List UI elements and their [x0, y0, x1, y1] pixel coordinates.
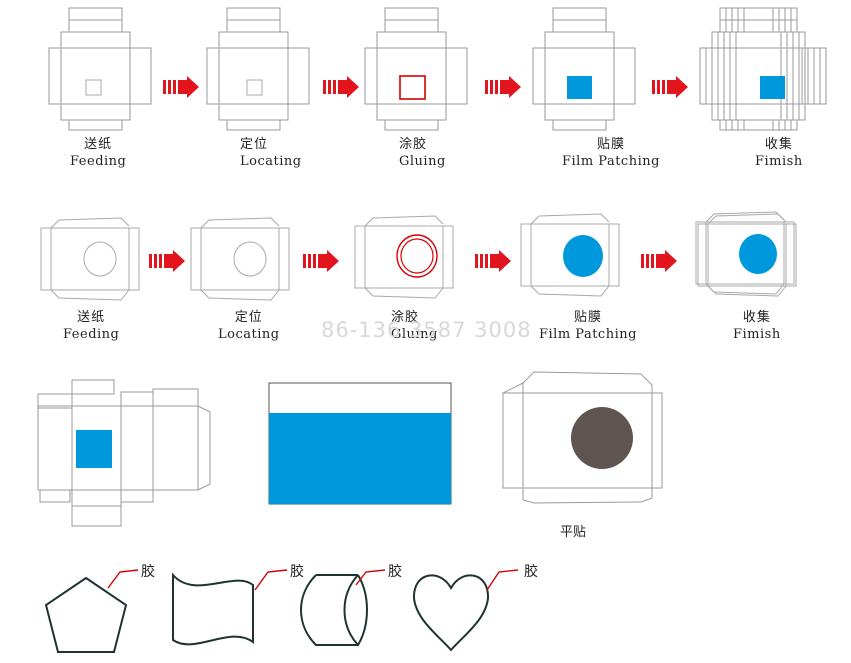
row1-step-collect-graphic: [699, 7, 827, 131]
label-zh: 贴膜: [596, 137, 625, 152]
row1-step-locating-graphic: [206, 7, 310, 131]
row2-label-collect: 收集 Fimish: [733, 309, 781, 343]
label-zh: 涂胶: [399, 137, 428, 152]
row1-label-patching: 贴膜 Film Patching: [562, 136, 660, 170]
row2-step-gluing-graphic: [354, 215, 454, 299]
arrow-right-icon: [475, 250, 511, 272]
arrow-right-icon: [652, 76, 688, 98]
label-en: Film Patching: [562, 154, 660, 169]
glue-label: 胶: [388, 564, 402, 580]
label-zh: 涂胶: [391, 310, 420, 325]
arrow-right-icon: [641, 250, 677, 272]
arrow-right-icon: [485, 76, 521, 98]
cylinder-shape: [300, 574, 368, 647]
row2-label-patching: 贴膜 Film Patching: [539, 309, 637, 343]
label-en: Feeding: [63, 327, 120, 342]
row2-label-gluing: 涂胶 Gluing: [391, 309, 438, 343]
label-zh: 收集: [742, 310, 771, 325]
row1-step-feeding-graphic: [48, 7, 152, 131]
label-en: Locating: [218, 327, 280, 342]
arrow-right-icon: [149, 250, 185, 272]
label-zh: 定位: [234, 310, 263, 325]
label-zh: 贴膜: [573, 310, 602, 325]
arrow-right-icon: [303, 250, 339, 272]
glue-leader-line: [486, 569, 519, 591]
glue-leader-line: [355, 569, 386, 586]
row1-label-collect: 收集 Fimish: [755, 136, 803, 170]
row2-step-collect-graphic: [695, 211, 797, 297]
heart-shape: [412, 574, 490, 652]
label-en: Feeding: [70, 154, 127, 169]
label-zh: 定位: [240, 137, 269, 152]
row1-label-gluing: 涂胶 Gluing: [399, 136, 446, 170]
flat-patch-label: 平贴: [560, 525, 587, 540]
box-blank-sample: [37, 379, 211, 527]
row2-label-feeding: 送纸 Feeding: [63, 309, 119, 343]
glue-leader-line: [107, 569, 139, 589]
label-zh: 收集: [764, 137, 793, 152]
pentagon-shape: [44, 576, 128, 653]
wave-shape: [172, 572, 254, 646]
watermark-phone: 86-136 3587 3008: [321, 318, 532, 342]
row1-step-patching-graphic: [532, 7, 636, 131]
arrow-right-icon: [163, 76, 199, 98]
label-zh: 送纸: [84, 137, 113, 152]
label-en: Fimish: [733, 327, 781, 342]
row2-step-patching-graphic: [520, 213, 620, 297]
film-sheet-sample: [268, 382, 452, 505]
label-en: Film Patching: [539, 327, 637, 342]
label-zh: 送纸: [77, 310, 106, 325]
glue-label: 胶: [524, 564, 538, 580]
row2-label-locating: 定位 Locating: [218, 309, 280, 343]
glue-label: 胶: [141, 564, 155, 580]
glue-label: 胶: [290, 564, 304, 580]
row1-step-gluing-graphic: [364, 7, 468, 131]
flat-window-box-sample: [502, 371, 663, 504]
row2-step-feeding-graphic: [40, 217, 140, 301]
row1-label-feeding: 送纸 Feeding: [70, 136, 126, 170]
row2-step-locating-graphic: [190, 217, 290, 301]
label-en: Gluing: [391, 327, 438, 342]
row1-label-locating: 定位 Locating: [240, 136, 302, 170]
label-en: Gluing: [399, 154, 446, 169]
arrow-right-icon: [323, 76, 359, 98]
glue-leader-line: [254, 569, 288, 591]
label-en: Locating: [240, 154, 302, 169]
label-en: Fimish: [755, 154, 803, 169]
